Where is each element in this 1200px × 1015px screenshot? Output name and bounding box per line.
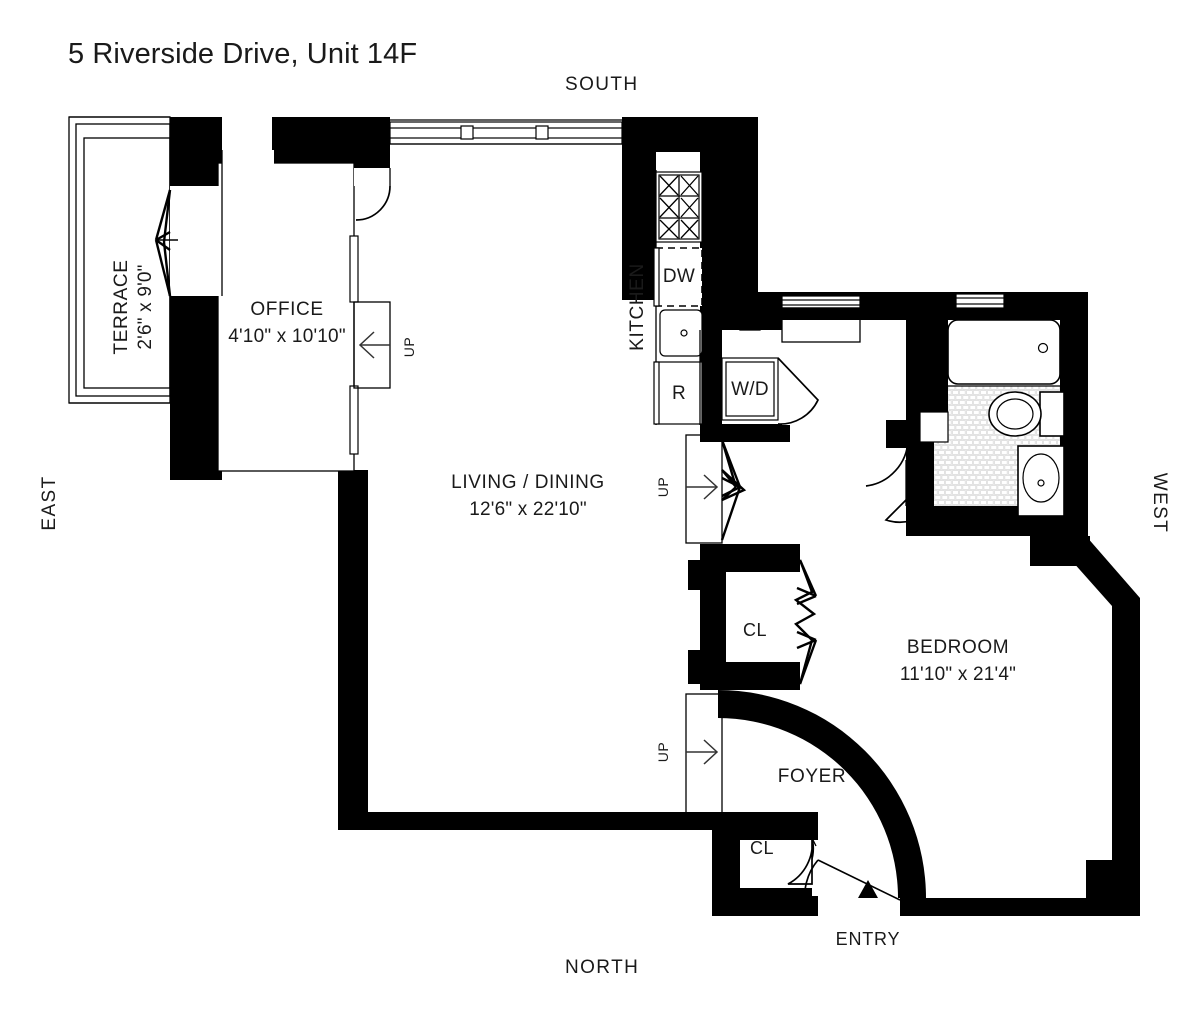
kitchen-corridor <box>699 299 761 425</box>
room-dim-terrace: 2'6" x 9'0" <box>135 264 156 350</box>
appliance-label-refrigerator: R <box>671 383 687 404</box>
stair-shaft-lower <box>685 693 723 815</box>
compass-west: WEST <box>1149 472 1170 534</box>
room-label-terrace: TERRACE <box>111 259 132 355</box>
room-label-kitchen: KITCHEN <box>627 263 648 351</box>
page-title: 5 Riverside Drive, Unit 14F <box>68 38 418 70</box>
compass-east: EAST <box>39 475 60 531</box>
closet-foyer-door <box>740 830 815 888</box>
bathroom <box>884 293 1065 524</box>
room-dim-office: 4'10" x 10'10" <box>228 326 346 347</box>
terrace-door <box>154 186 223 297</box>
office-room <box>217 150 391 472</box>
closet-bedroom-doors <box>726 559 818 685</box>
entry-label: ENTRY <box>835 929 901 949</box>
room-label-foyer: FOYER <box>777 766 847 787</box>
room-label-office: OFFICE <box>250 299 324 320</box>
entry-marker <box>858 880 878 898</box>
bathroom-door-swing <box>865 424 909 487</box>
kitchen-area <box>653 170 703 425</box>
stair-marker-lower: UP <box>655 741 671 763</box>
corridor-window <box>781 295 861 343</box>
terrace-rail-lines <box>69 116 170 404</box>
room-label-living: LIVING / DINING <box>451 472 605 493</box>
closet-bedroom-label: CL <box>742 620 767 640</box>
appliance-label-dishwasher: DW <box>662 266 696 287</box>
compass-north: NORTH <box>565 957 640 978</box>
closet-foyer-label: CL <box>749 838 774 858</box>
south-window-living <box>389 119 623 145</box>
compass-south: SOUTH <box>565 74 639 95</box>
room-dim-living: 12'6" x 22'10" <box>469 499 587 520</box>
appliance-label-washer-dryer: W/D <box>731 379 769 400</box>
washer-dryer-unit <box>721 357 820 425</box>
stair-marker-office: UP <box>401 336 417 358</box>
room-label-bedroom: BEDROOM <box>906 637 1010 658</box>
room-dim-bedroom: 11'10" x 21'4" <box>899 664 1017 685</box>
stair-marker-upper: UP <box>655 476 671 498</box>
entry-door <box>803 837 901 909</box>
stair-shaft-upper <box>685 434 747 544</box>
